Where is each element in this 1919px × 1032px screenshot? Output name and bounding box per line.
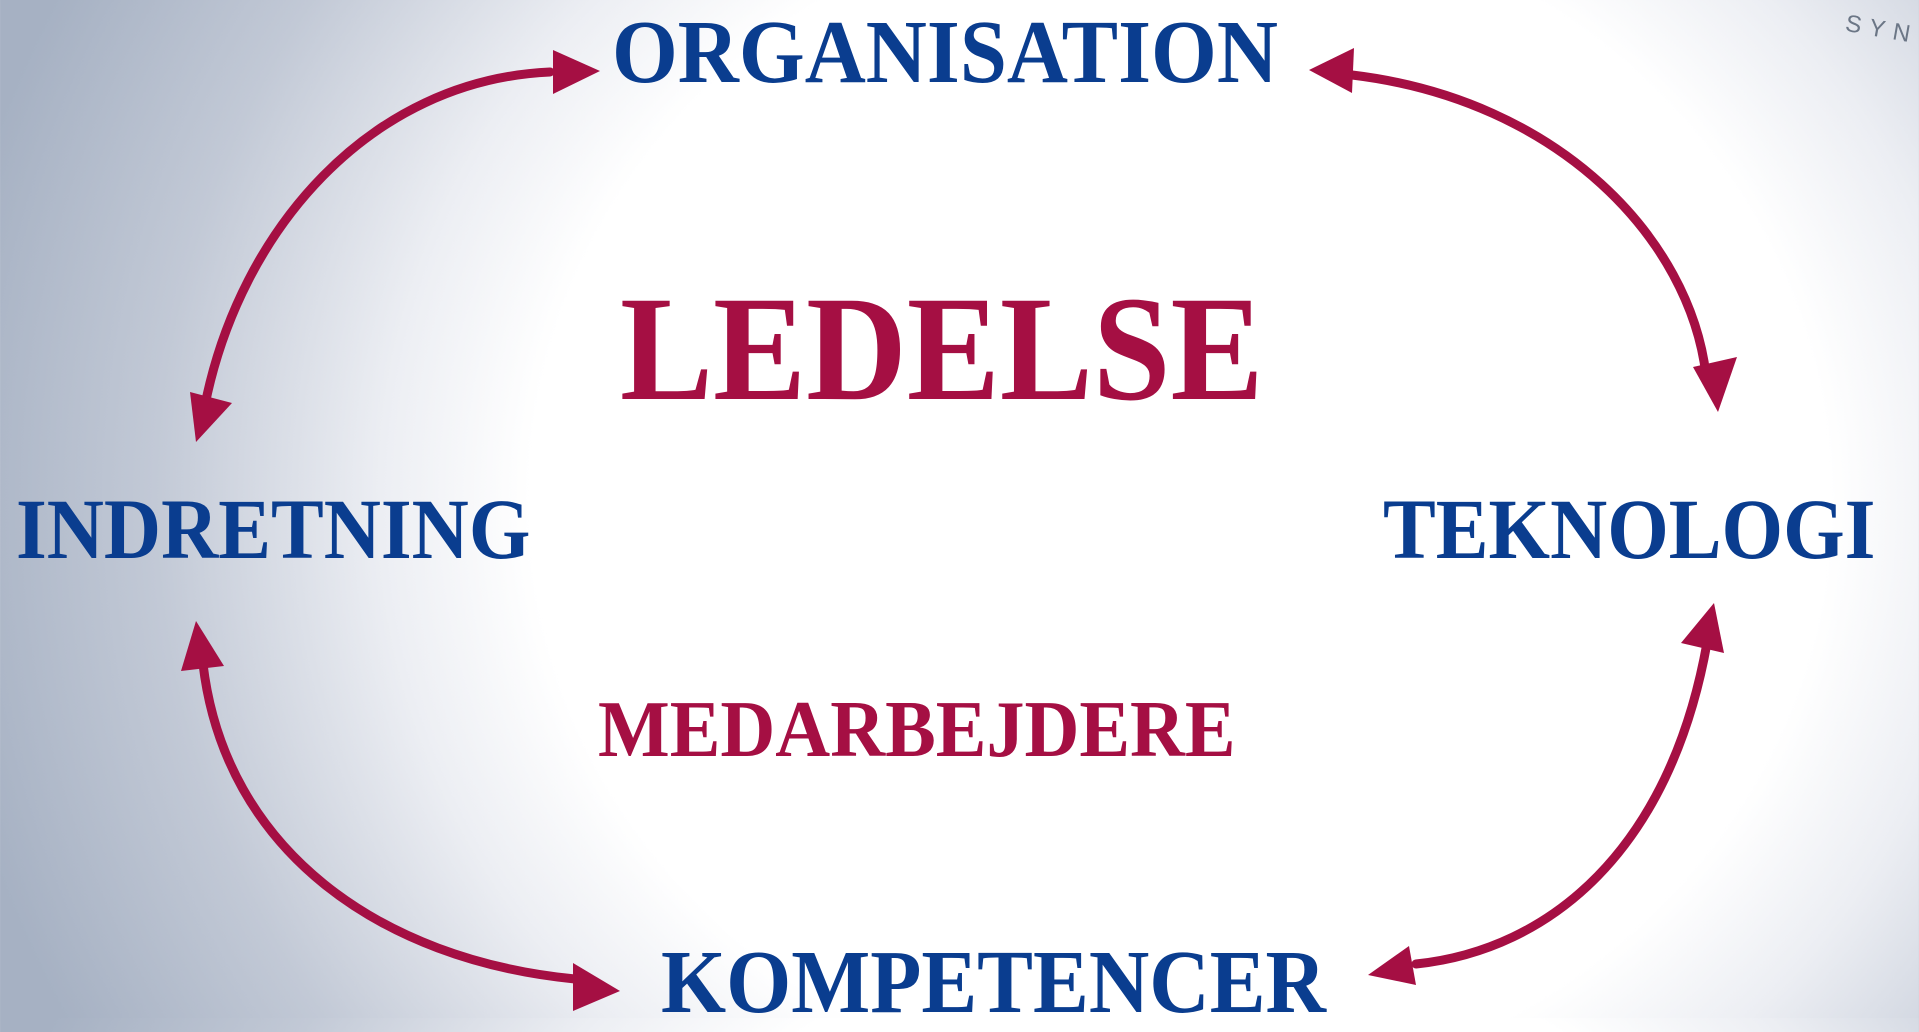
arrowhead-ind-end-b (181, 621, 224, 671)
arrow-organisation-teknologi (1347, 70, 1711, 380)
node-indretning: INDRETNING (16, 481, 531, 577)
center-subtitle: MEDARBEJDERE (598, 686, 1236, 774)
arrowhead-kom-end-b (573, 963, 620, 1011)
node-kompetencer: KOMPETENCER (661, 933, 1326, 1032)
arrow-indretning-kompetencer (198, 659, 580, 984)
node-organisation: ORGANISATION (612, 3, 1278, 102)
arrowhead-org-end-b (1309, 48, 1354, 93)
arrow-teknologi-kompetencer (1411, 638, 1712, 969)
center-title: LEDELSE (620, 266, 1264, 432)
arrowhead-tek-end-a (1693, 357, 1737, 412)
arrowhead-kom-end-a (1368, 946, 1416, 985)
arrowhead-ind-end-a (190, 392, 232, 442)
arrow-organisation-indretning (200, 67, 555, 410)
node-teknologi: TEKNOLOGI (1383, 481, 1876, 577)
arrowhead-org-end-a (553, 50, 600, 94)
arrowhead-tek-end-b (1681, 603, 1724, 653)
